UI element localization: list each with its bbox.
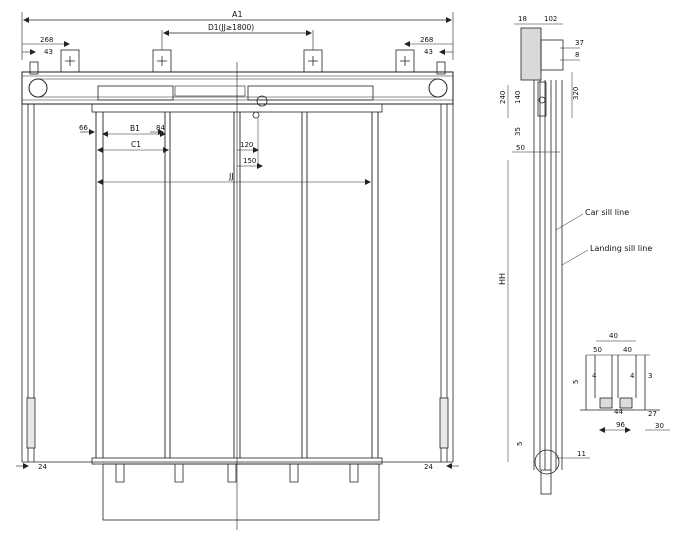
dim-35-label: 35 xyxy=(514,127,522,136)
detail-dim-30-label: 30 xyxy=(655,422,664,430)
mounting-brackets xyxy=(29,49,446,75)
dim-320-label: 320 xyxy=(572,87,580,100)
dim-268-left-label: 268 xyxy=(40,36,53,44)
dim-50-label: 50 xyxy=(516,144,525,152)
dim-268-right-label: 268 xyxy=(420,36,433,44)
dim-8-label: 8 xyxy=(575,51,579,59)
door-panels xyxy=(95,112,379,458)
detail-dim-4-right-label: 4 xyxy=(630,372,635,380)
side-frames xyxy=(21,104,454,462)
dim-43-left-label: 43 xyxy=(44,48,53,56)
dim-43-right-label: 43 xyxy=(424,48,433,56)
dim-jj-label: JJ xyxy=(228,172,234,181)
dim-240-label: 240 xyxy=(499,91,507,104)
detail-dim-96-label: 96 xyxy=(616,421,625,429)
sill-profile xyxy=(580,355,660,411)
front-view: A1 D1(JJ≥1800) 268 43 268 43 xyxy=(16,10,459,530)
wall-section xyxy=(520,27,542,81)
dim-24-right-label: 24 xyxy=(424,463,433,471)
dim-b1-label: B1 xyxy=(130,124,140,133)
dim-11-label: 11 xyxy=(577,450,586,458)
dim-18-label: 18 xyxy=(518,15,527,23)
dim-d1-label: D1(JJ≥1800) xyxy=(208,23,254,32)
dim-84-label: 84 xyxy=(156,124,165,132)
landing-sill-line-label: Landing sill line xyxy=(590,244,652,253)
dim-5-bottom-label: 5 xyxy=(516,442,524,446)
sill-detail-marker xyxy=(534,449,560,475)
detail-dim-40-top-label: 40 xyxy=(609,332,618,340)
detail-dim-44-label: 44 xyxy=(614,408,623,416)
detail-dim-40-right-label: 40 xyxy=(623,346,632,354)
door-header xyxy=(21,71,454,119)
dim-hh-label: HH xyxy=(498,273,507,285)
car-sill-line-label: Car sill line xyxy=(585,208,629,217)
side-view: 18 102 37 8 240 140 320 35 50 HH Car s xyxy=(498,15,652,495)
dim-a1-label: A1 xyxy=(232,10,243,19)
dim-140-label: 140 xyxy=(514,91,522,104)
detail-dim-3-label: 3 xyxy=(648,372,652,380)
dim-37-label: 37 xyxy=(575,39,584,47)
detail-dim-27-label: 27 xyxy=(648,410,657,418)
sill-detail: 40 50 40 5 4 4 3 44 27 96 30 xyxy=(572,332,670,433)
detail-dim-50-label: 50 xyxy=(593,346,602,354)
dim-66-label: 66 xyxy=(79,124,88,132)
dim-24-left-label: 24 xyxy=(38,463,47,471)
detail-dim-4-left-label: 4 xyxy=(592,372,597,380)
dim-150-label: 150 xyxy=(243,157,256,165)
dim-102-label: 102 xyxy=(544,15,557,23)
dim-120-label: 120 xyxy=(240,141,253,149)
dim-c1-label: C1 xyxy=(131,140,141,149)
bottom-sill xyxy=(22,457,453,521)
detail-dim-5-label: 5 xyxy=(572,380,580,384)
door-profile xyxy=(533,80,563,470)
